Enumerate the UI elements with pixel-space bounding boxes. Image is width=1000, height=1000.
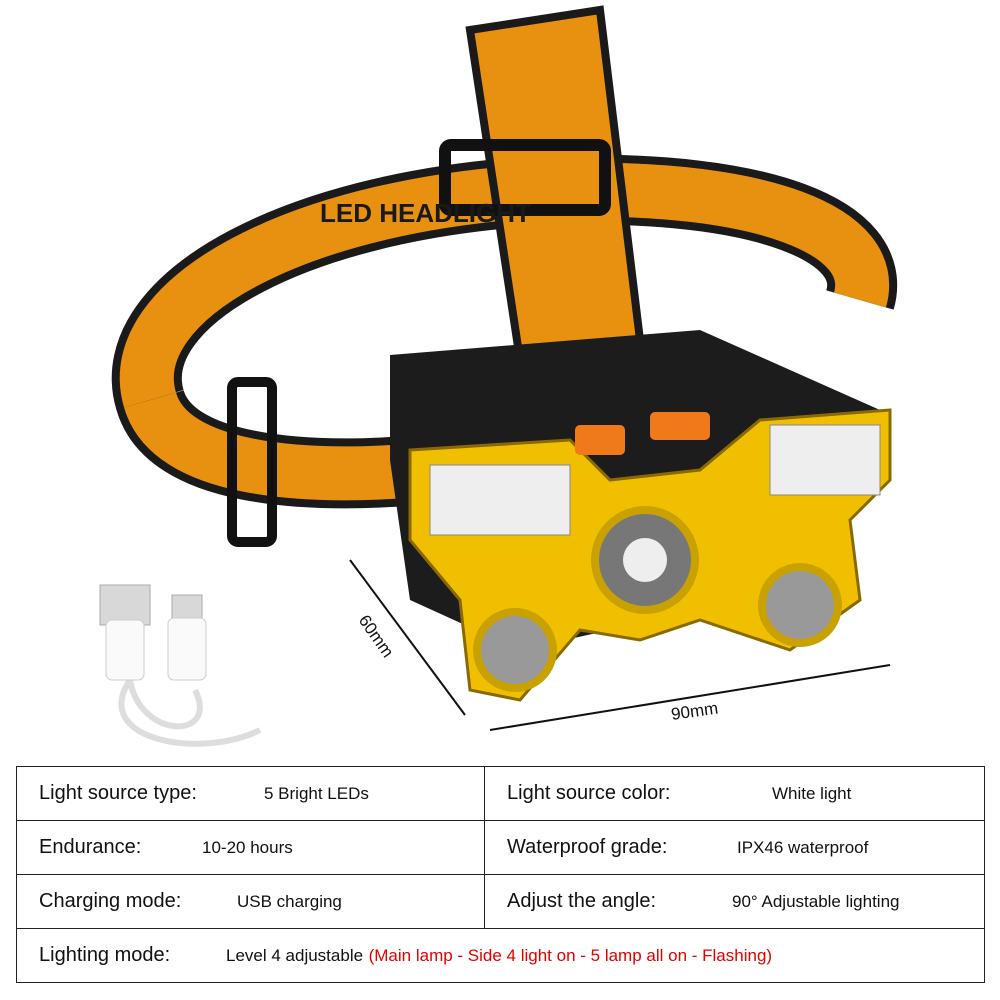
- headlamp-product-image: LED HEADLIGHT 60mm 90mm: [99, 5, 897, 747]
- spec-value: Level 4 adjustable: [226, 946, 364, 965]
- usb-cable-icon: [99, 584, 262, 747]
- spec-label: Charging mode:: [39, 890, 182, 912]
- width-dimension: 90mm: [670, 699, 719, 724]
- spec-value: 5 Bright LEDs: [264, 784, 369, 803]
- headlamp-body: [390, 330, 892, 702]
- depth-dimension: 60mm: [355, 611, 398, 661]
- spec-table: Light source type: 5 Bright LEDs Light so…: [16, 766, 985, 983]
- spec-value: White light: [772, 784, 852, 803]
- table-row: Charging mode: USB charging Adjust the an…: [16, 874, 985, 929]
- spec-label: Waterproof grade:: [507, 836, 668, 858]
- spec-label: Light source type:: [39, 782, 197, 804]
- head-strap: LED HEADLIGHT: [111, 5, 897, 547]
- table-row: Lighting mode: Level 4 adjustable (Main l…: [16, 928, 985, 983]
- lighting-mode-detail: (Main lamp - Side 4 light on - 5 lamp al…: [368, 946, 773, 965]
- table-row: Endurance: 10-20 hours Waterproof grade: I…: [16, 820, 985, 875]
- table-row: Light source type: 5 Bright LEDs Light so…: [16, 766, 985, 821]
- spec-label: Adjust the angle:: [507, 890, 656, 912]
- mode-button: [575, 425, 625, 455]
- spec-value: USB charging: [237, 892, 342, 911]
- spec-value: IPX46 waterproof: [737, 838, 869, 857]
- spec-label: Light source color:: [507, 782, 671, 804]
- spec-label: Endurance:: [39, 836, 142, 858]
- strap-lettering: LED HEADLIGHT: [320, 198, 531, 228]
- spec-value: 90° Adjustable lighting: [732, 892, 900, 911]
- spec-label: Lighting mode:: [39, 944, 171, 966]
- spec-value: 10-20 hours: [202, 838, 293, 857]
- power-button: [650, 412, 710, 440]
